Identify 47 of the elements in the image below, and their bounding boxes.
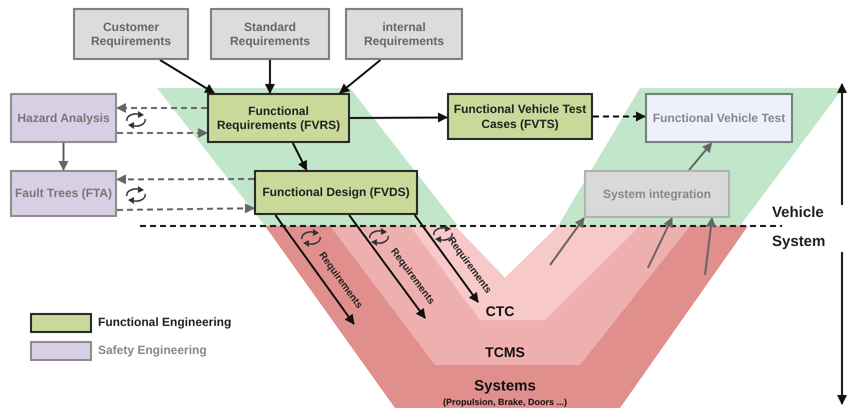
requirement-box (345, 8, 463, 60)
process-box (584, 170, 730, 218)
box-label: Functional Vehicle Test (652, 110, 786, 126)
band-label: Systems (474, 378, 536, 394)
box-label: Customer Requirements (90, 20, 172, 48)
arrow (593, 112, 646, 122)
box-label: Fault Trees (FTA) (14, 186, 112, 201)
arrow (348, 214, 426, 319)
safety-box (10, 93, 117, 143)
arrow (292, 142, 308, 171)
level-band (265, 226, 748, 408)
process-box (254, 170, 418, 215)
legend-label: Functional Engineering (98, 315, 232, 329)
arrow (339, 59, 382, 94)
test-box (645, 93, 793, 143)
arrow (264, 60, 275, 94)
arrow (646, 217, 673, 268)
band-sublabel: (Propulsion, Brake, Doors ...) (442, 397, 568, 407)
safety-box (10, 170, 117, 217)
level-label: System (772, 233, 826, 250)
arrow (116, 203, 255, 214)
arrow (116, 103, 207, 113)
arrow (688, 142, 712, 171)
level-label: Vehicle (772, 204, 824, 221)
requirement-box (210, 8, 330, 60)
box-label: Hazard Analysis (17, 110, 110, 126)
arrow (414, 214, 479, 303)
box-label: Functional Requirements (FVRS) (216, 104, 342, 132)
process-box (207, 93, 350, 143)
box-label: internal Requirements (362, 20, 446, 48)
arrow (274, 214, 355, 325)
arrow (58, 143, 68, 171)
arrow (549, 217, 585, 266)
box-label: Standard Requirements (228, 20, 312, 48)
arrow (116, 174, 254, 184)
arrow (117, 128, 208, 138)
box-label: Functional Design (FVDS) (262, 185, 410, 200)
arrow (350, 112, 448, 122)
process-box (447, 93, 593, 140)
band-label: TCMS (485, 344, 525, 360)
arrow (159, 59, 215, 94)
band-label: CTC (486, 303, 514, 319)
box-label: Functional Vehicle Test Cases (FVTS) (452, 102, 588, 131)
arrow (704, 217, 716, 276)
box-label: System integration (602, 186, 712, 202)
legend-label: Safety Engineering (98, 343, 207, 357)
requirement-box (73, 8, 189, 60)
